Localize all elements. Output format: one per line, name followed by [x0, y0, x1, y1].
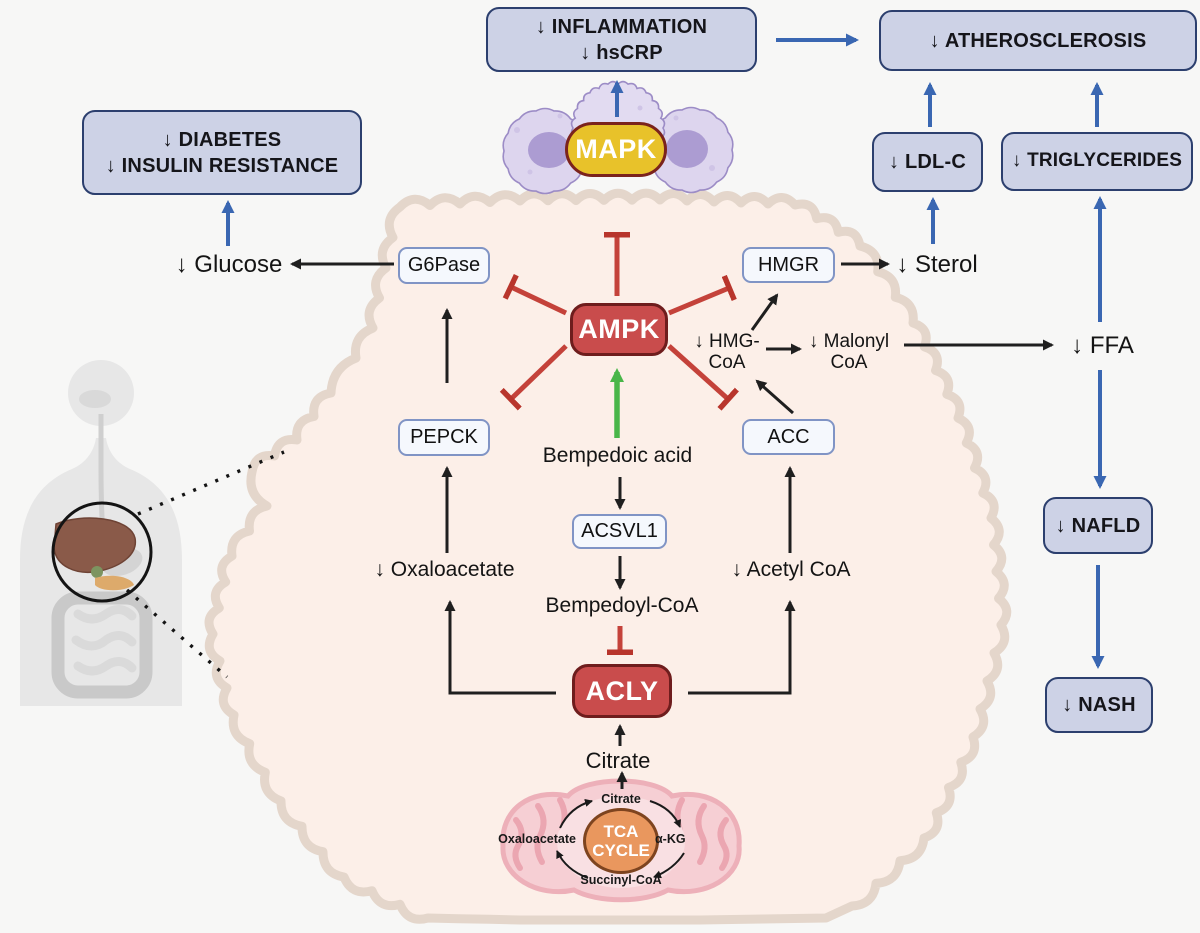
tca-succinyl-coa-label: Succinyl-CoA — [580, 873, 662, 887]
glucose-label: ↓ Glucose — [175, 251, 283, 278]
inflammation-line2: ↓ hsCRP — [580, 41, 663, 64]
hmg-coa-line2: CoA — [708, 352, 746, 374]
immune-cell-nucleus — [666, 130, 708, 168]
zoom-line-top — [137, 450, 285, 516]
tca-line2: CYCLE — [592, 841, 650, 860]
hmgr-label: HMGR — [757, 253, 820, 276]
liver-zoom-circle — [51, 501, 153, 603]
large-intestine — [51, 591, 153, 699]
malonyl-coa-line1: ↓ Malonyl — [808, 331, 890, 352]
inhibit-ampk-pepck — [499, 344, 568, 411]
ldl-c-box: ↓ LDL-C — [872, 132, 983, 192]
hepatocyte-cell — [204, 188, 1012, 925]
arrow-acc-hmgcoa — [755, 379, 794, 415]
tca-oxaloacetate-label: Oxaloacetate — [498, 832, 576, 846]
ampk-node: AMPK — [570, 303, 668, 356]
atherosclerosis-box: ↓ ATHEROSCLEROSIS — [879, 10, 1197, 71]
tca-line1: TCA — [603, 821, 639, 841]
inhibit-ampk-acc — [667, 344, 739, 411]
small-intestine — [71, 605, 137, 676]
malonyl-coa-line2: CoA — [830, 352, 868, 374]
tca-cycle-arrows — [556, 798, 685, 879]
ampk-label: AMPK — [578, 314, 660, 344]
atherosclerosis-label: ↓ ATHEROSCLEROSIS — [929, 29, 1147, 52]
diabetes-box: ↓ DIABETES ↓ INSULIN RESISTANCE — [82, 110, 362, 195]
liver — [53, 517, 137, 573]
nash-box: ↓ NASH — [1045, 677, 1153, 733]
acc-label: ACC — [767, 425, 810, 448]
diabetes-line1: ↓ DIABETES — [162, 128, 282, 151]
pepck-label: PEPCK — [410, 426, 478, 448]
hmg-coa-line1: ↓ HMG- — [694, 331, 760, 352]
ffa-label: ↓ FFA — [1071, 332, 1134, 359]
g6pase-label: G6Pase — [407, 254, 481, 276]
arrow-acly-oxaloacetate — [444, 600, 556, 695]
oxaloacetate-label: ↓ Oxaloacetate — [374, 558, 515, 581]
tca-cycle-node: TCA CYCLE — [583, 808, 659, 874]
tca-alpha-kg-label: α-KG — [655, 832, 686, 846]
citrate-label: Citrate — [585, 748, 651, 773]
silhouette-mouth — [79, 390, 111, 408]
acsvl1-label: ACSVL1 — [581, 520, 658, 542]
acly-label: ACLY — [585, 675, 659, 706]
arrow-acly-acetylcoa — [688, 600, 796, 695]
hmg-coa-label: ↓ HMG- CoA — [675, 331, 779, 374]
nafld-box: ↓ NAFLD — [1043, 497, 1153, 554]
inflammation-line1: ↓ INFLAMMATION — [535, 15, 708, 38]
zoom-line-bottom — [125, 588, 229, 679]
triglycerides-label: ↓ TRIGLYCERIDES — [1011, 150, 1183, 172]
acc-node: ACC — [742, 419, 835, 455]
sterol-label: ↓ Sterol — [896, 251, 978, 278]
inhibit-ampk-hmgr — [668, 274, 737, 316]
malonyl-coa-label: ↓ Malonyl CoA — [787, 331, 911, 374]
g6pase-node: G6Pase — [398, 247, 490, 284]
acetyl-coa-label: ↓ Acetyl CoA — [731, 558, 851, 581]
inhibit-ampk-g6pase — [502, 273, 568, 316]
acly-node: ACLY — [572, 664, 672, 718]
human-silhouette — [20, 360, 182, 706]
arrow-hmgcoa-hmgr — [750, 293, 779, 331]
mapk-node: MAPK — [565, 122, 667, 177]
pepck-node: PEPCK — [398, 419, 490, 456]
bempedoyl-coa-label: Bempedoyl-CoA — [545, 594, 699, 617]
triglycerides-box: ↓ TRIGLYCERIDES — [1001, 132, 1193, 191]
inflammation-box: ↓ INFLAMMATION ↓ hsCRP — [486, 7, 757, 72]
gallbladder — [91, 566, 103, 578]
tca-citrate-label: Citrate — [601, 792, 641, 806]
acsvl1-node: ACSVL1 — [572, 514, 667, 549]
nafld-label: ↓ NAFLD — [1055, 514, 1141, 537]
ldl-c-label: ↓ LDL-C — [889, 151, 966, 173]
nash-label: ↓ NASH — [1062, 694, 1136, 716]
hmgr-node: HMGR — [742, 247, 835, 283]
immune-cell-nucleus — [528, 132, 570, 168]
bempedoic-acid-label: Bempedoic acid — [542, 444, 693, 467]
mapk-label: MAPK — [575, 134, 657, 164]
diabetes-line2: ↓ INSULIN RESISTANCE — [105, 154, 339, 177]
pancreas — [95, 575, 134, 591]
